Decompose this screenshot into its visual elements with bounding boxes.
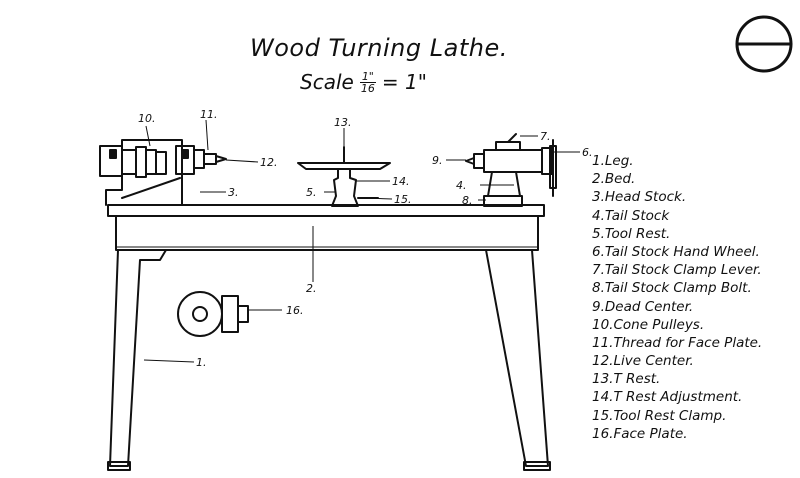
- head-stock: [99, 139, 227, 206]
- legend-item: 7.Tail Stock Clamp Lever.: [592, 262, 762, 279]
- scale-fraction: 1" 16: [359, 69, 376, 95]
- scale-suffix: = 1": [381, 70, 427, 94]
- legend-item: 10.Cone Pulleys.: [592, 316, 705, 333]
- lathe-bed: [107, 204, 545, 251]
- legend-item: 13.T Rest.: [592, 371, 661, 388]
- scale-note: Scale 1" 16 = 1": [300, 70, 427, 94]
- legend-item: 12.Live Center.: [592, 353, 694, 370]
- legend-item: 8.Tail Stock Clamp Bolt.: [592, 280, 752, 297]
- callout-2: 2.: [306, 282, 317, 295]
- callout-13: 13.: [334, 116, 352, 129]
- legend-item: 5.Tool Rest.: [592, 225, 671, 242]
- scale-denominator: 16: [360, 81, 375, 95]
- legend-item: 9.Dead Center.: [592, 298, 694, 315]
- lathe-leg-right: [485, 249, 551, 471]
- callout-leaders: [143, 119, 580, 363]
- callout-6: 6.: [582, 146, 593, 159]
- lathe-leg-left: [107, 249, 167, 471]
- drawing-title: Wood Turning Lathe.: [250, 34, 508, 62]
- legend-item: 4.Tail Stock: [592, 207, 670, 224]
- legend-item: 2.Bed.: [592, 171, 636, 188]
- callout-11: 11.: [200, 108, 218, 121]
- parts-legend: 1.Leg. 2.Bed. 3.Head Stock. 4.Tail Stock…: [592, 152, 792, 443]
- callout-1: 1.: [196, 356, 207, 369]
- scale-numerator: 1": [359, 69, 376, 83]
- callout-7: 7.: [540, 130, 551, 143]
- legend-item: 15.Tool Rest Clamp.: [592, 407, 727, 424]
- callout-9: 9.: [432, 154, 443, 167]
- legend-item: 16.Face Plate.: [592, 425, 688, 442]
- callout-16: 16.: [286, 304, 304, 317]
- callout-5: 5.: [306, 186, 317, 199]
- scale-prefix: Scale: [300, 70, 354, 94]
- legend-item: 11.Thread for Face Plate.: [592, 334, 763, 351]
- section-symbol-icon: [735, 15, 793, 73]
- callout-4: 4.: [456, 179, 467, 192]
- callout-10: 10.: [138, 112, 156, 125]
- legend-item: 1.Leg.: [592, 153, 634, 169]
- callout-12: 12.: [260, 156, 278, 169]
- legend-item: 6.Tail Stock Hand Wheel.: [592, 243, 760, 260]
- callout-15: 15.: [394, 193, 412, 206]
- callout-labels: 1. 3. 4. 5. 6. 7. 8. 9. 10. 11. 12. 13. …: [138, 108, 593, 369]
- callout-14: 14.: [392, 175, 410, 188]
- callout-3: 3.: [228, 186, 239, 199]
- legend-item: 3.Head Stock.: [592, 189, 687, 206]
- tail-stock: [465, 133, 557, 207]
- callout-8: 8.: [462, 194, 473, 207]
- legend-item: 14.T Rest Adjustment.: [592, 389, 743, 406]
- face-plate: [177, 291, 249, 337]
